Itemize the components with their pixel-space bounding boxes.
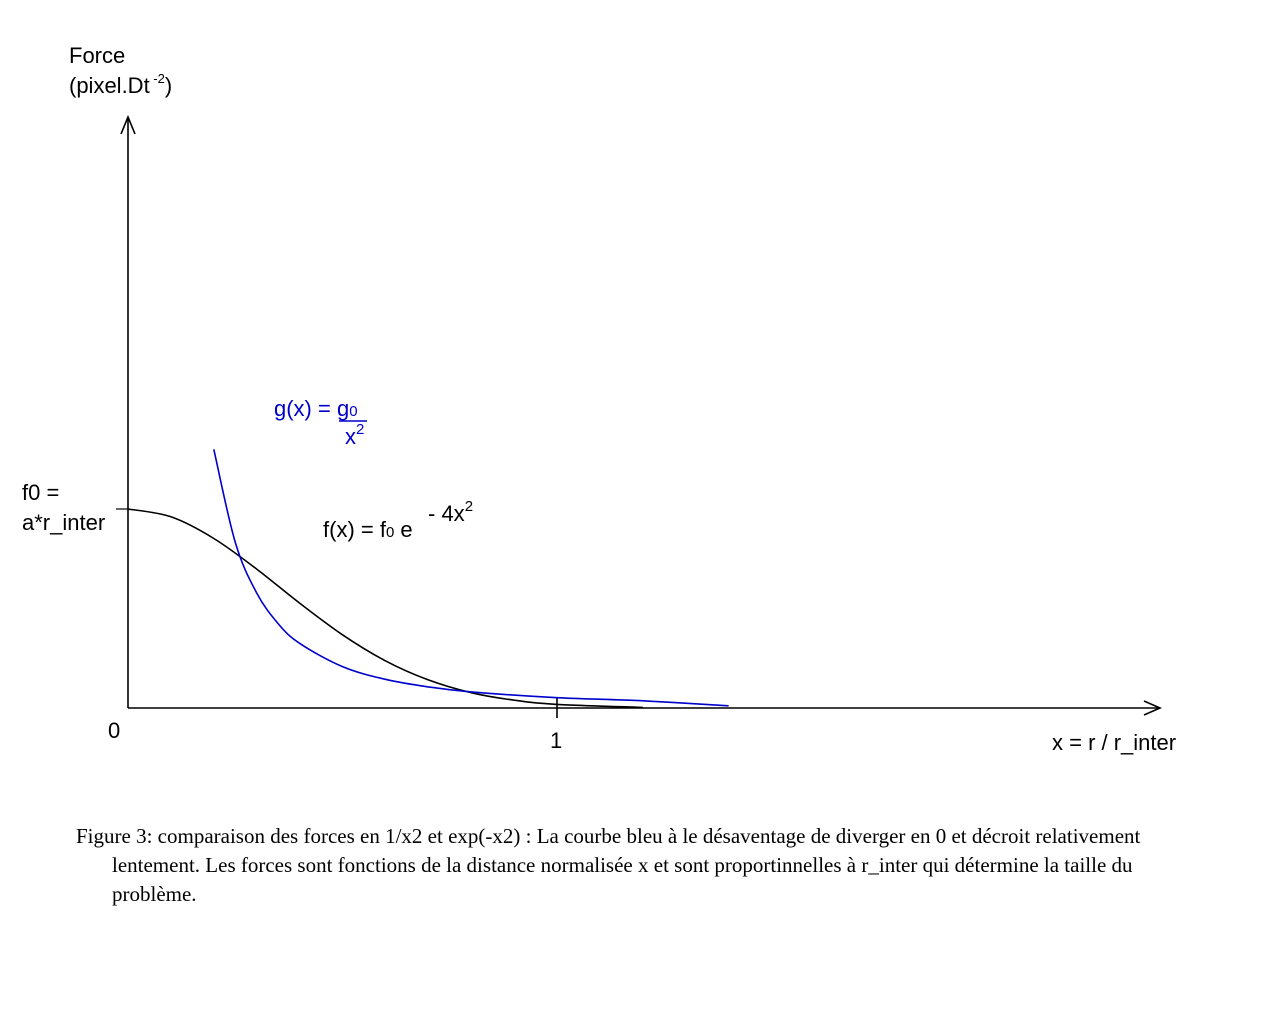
x-axis-label: x = r / r_inter (1052, 730, 1176, 755)
series-f-curve (127, 508, 643, 709)
f0-label-line2: a*r_inter (22, 510, 105, 535)
series-f-formula: f(x) = f0 e (323, 517, 413, 542)
figure-caption: Figure 3: comparaison des forces en 1/x2… (76, 824, 1141, 906)
series-g-curve (213, 449, 729, 707)
chart: Force (pixel.Dt -2) f0 = a*r_inter 0 1 x… (22, 43, 1176, 755)
x-axis-arrow (1143, 700, 1162, 716)
series-f-exponent: - 4x2 (428, 498, 473, 526)
f0-label-line1: f0 = (22, 480, 59, 505)
series-g-formula: g(x) = g0 (274, 396, 358, 421)
x-tick-label-1: 1 (550, 728, 562, 753)
y-axis-label-line2: (pixel.Dt -2) (69, 71, 172, 98)
series-g-denominator: x2 (345, 421, 364, 449)
y-axis-label-line1: Force (69, 43, 125, 68)
origin-label: 0 (108, 718, 120, 743)
y-axis-arrow (120, 114, 136, 135)
